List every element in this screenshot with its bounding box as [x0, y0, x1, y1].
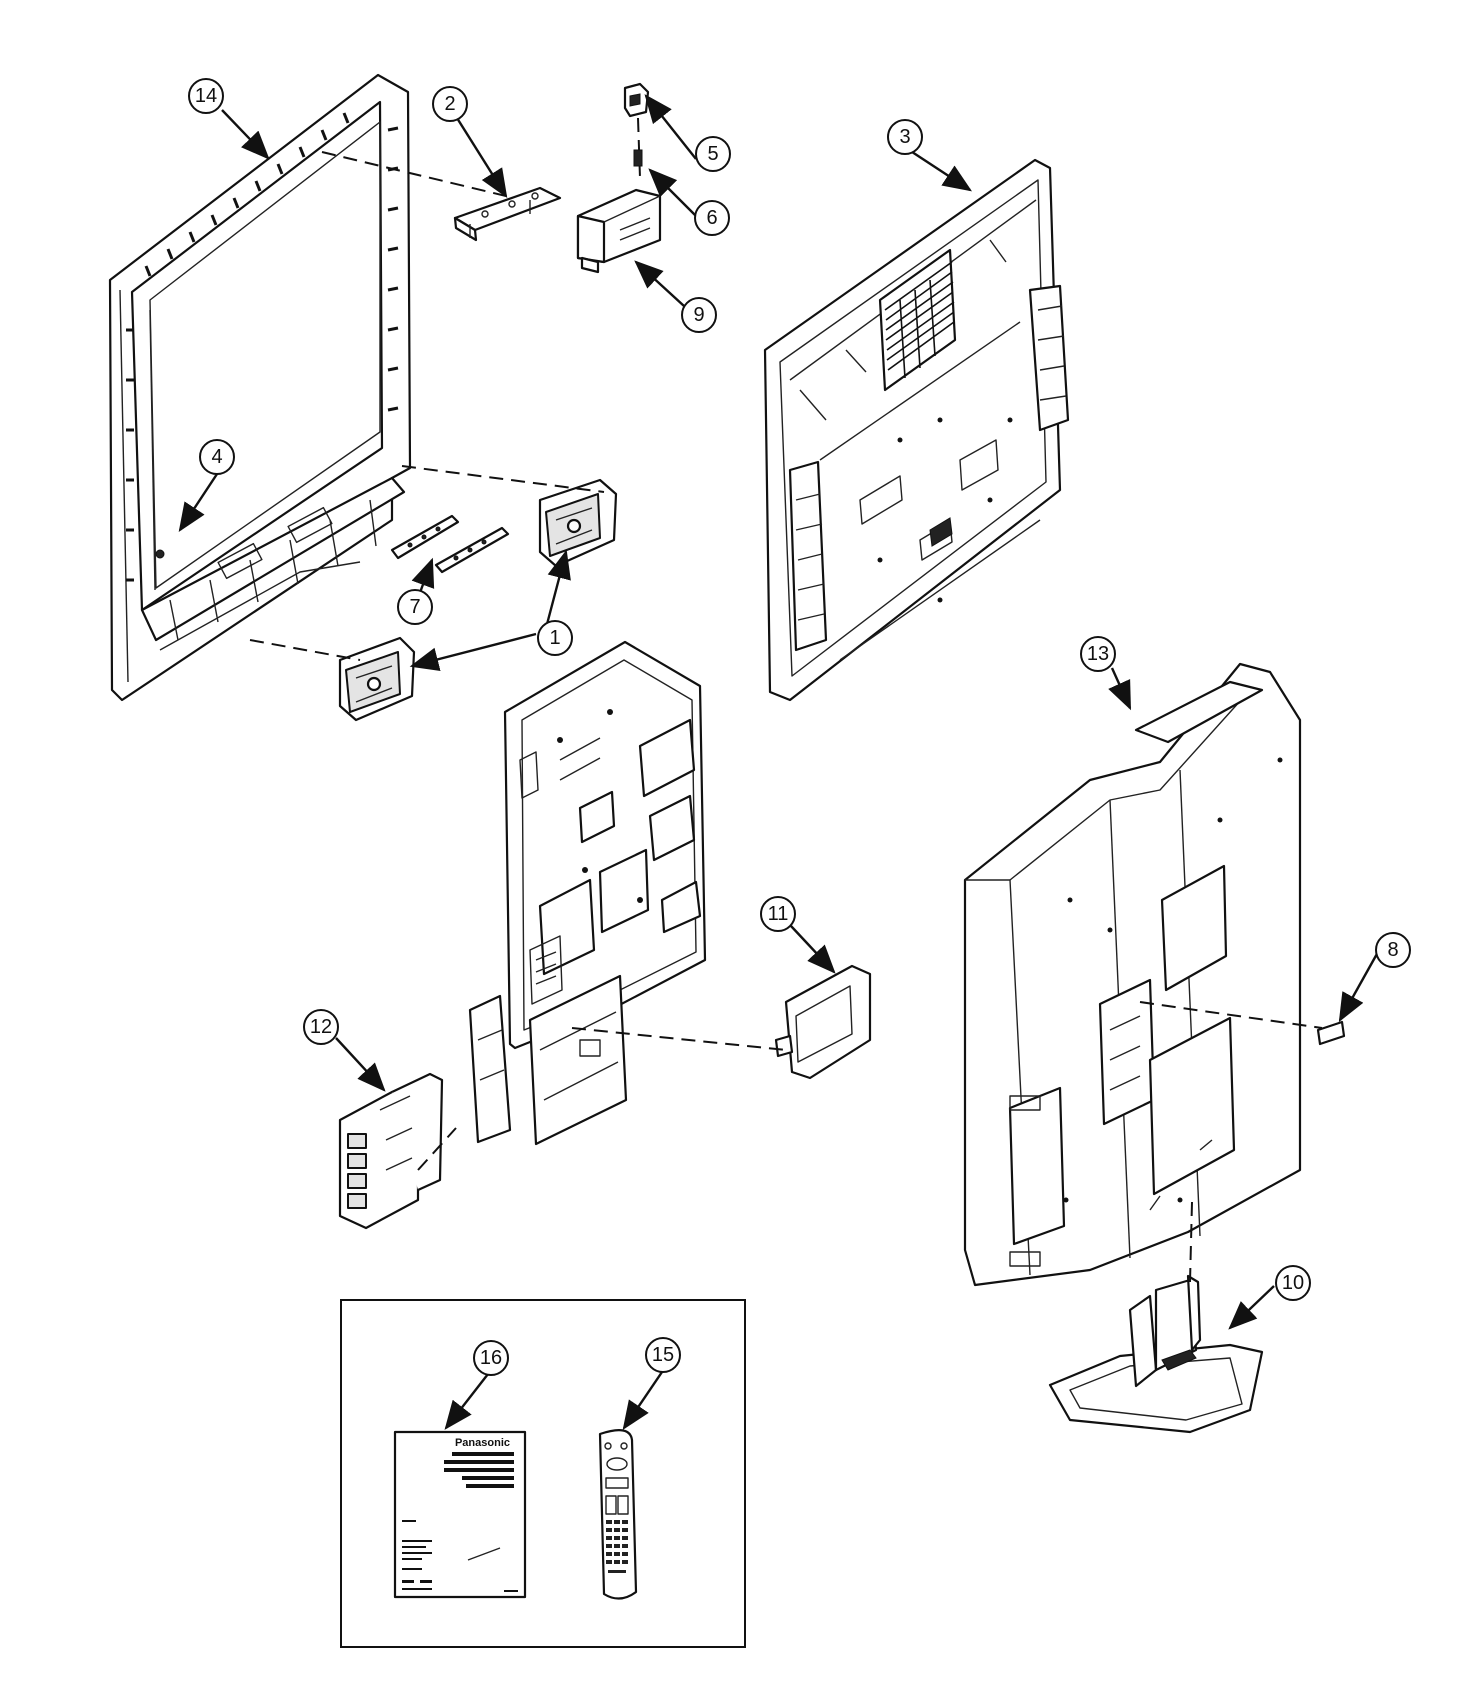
- callout-5-label: 5: [707, 143, 718, 165]
- callout-2-label: 2: [444, 93, 455, 115]
- speaker-part-lower: [338, 636, 416, 722]
- front-bezel-part: [108, 73, 412, 702]
- callout-13-label: 13: [1087, 643, 1109, 665]
- callout-7-label: 7: [409, 596, 420, 618]
- manual-brand: Panasonic: [455, 1437, 510, 1449]
- callout-15-label: 15: [652, 1344, 674, 1366]
- callout-16: 16: [473, 1340, 509, 1376]
- callout-10-label: 10: [1282, 1272, 1304, 1294]
- side-bracket-part: [774, 964, 872, 1080]
- operating-manual-part: Panasonic: [393, 1430, 527, 1599]
- callout-4-label: 4: [211, 446, 222, 468]
- callout-15: 15: [645, 1337, 681, 1373]
- callout-3: 3: [887, 119, 923, 155]
- callout-4: 4: [199, 439, 235, 475]
- assembly-guide-lines: [249, 151, 1323, 1283]
- callout-5: 5: [695, 136, 731, 172]
- callout-9: 9: [681, 297, 717, 333]
- main-pcb-assembly: [468, 640, 707, 1146]
- callout-14: 14: [188, 78, 224, 114]
- callout-13: 13: [1080, 636, 1116, 672]
- label-part: [1316, 1020, 1346, 1046]
- screw-part: [155, 549, 165, 559]
- stand-part: [1048, 1274, 1264, 1434]
- callout-8: 8: [1375, 932, 1411, 968]
- bezel-ribs: [126, 112, 399, 582]
- sensor-pin: [633, 149, 643, 167]
- rear-chassis-part: [763, 158, 1070, 702]
- callout-16-label: 16: [480, 1347, 502, 1369]
- speaker-part-upper: [538, 478, 618, 568]
- callout-9-label: 9: [693, 304, 704, 326]
- callout-6: 6: [694, 200, 730, 236]
- callout-10: 10: [1275, 1265, 1311, 1301]
- callout-12: 12: [303, 1009, 339, 1045]
- callout-1: 1: [537, 620, 573, 656]
- rear-cover-part: [963, 662, 1302, 1287]
- terminal-part: [338, 1072, 444, 1230]
- remote-control-part: [598, 1429, 638, 1600]
- button-board-part: [390, 514, 510, 574]
- top-bracket-part: [453, 186, 562, 242]
- callout-14-label: 14: [195, 85, 217, 107]
- leader-lines: [178, 94, 1380, 1430]
- callout-8-label: 8: [1387, 939, 1398, 961]
- sensor-unit-part: [576, 82, 662, 274]
- callout-11: 11: [760, 896, 796, 932]
- callout-11-label: 11: [768, 903, 789, 925]
- vent-grill: [878, 248, 957, 392]
- callout-12-label: 12: [310, 1016, 332, 1038]
- callout-6-label: 6: [706, 207, 717, 229]
- callout-7: 7: [397, 589, 433, 625]
- callout-2: 2: [432, 86, 468, 122]
- callout-3-label: 3: [899, 126, 910, 148]
- callout-1-label: 1: [549, 627, 560, 649]
